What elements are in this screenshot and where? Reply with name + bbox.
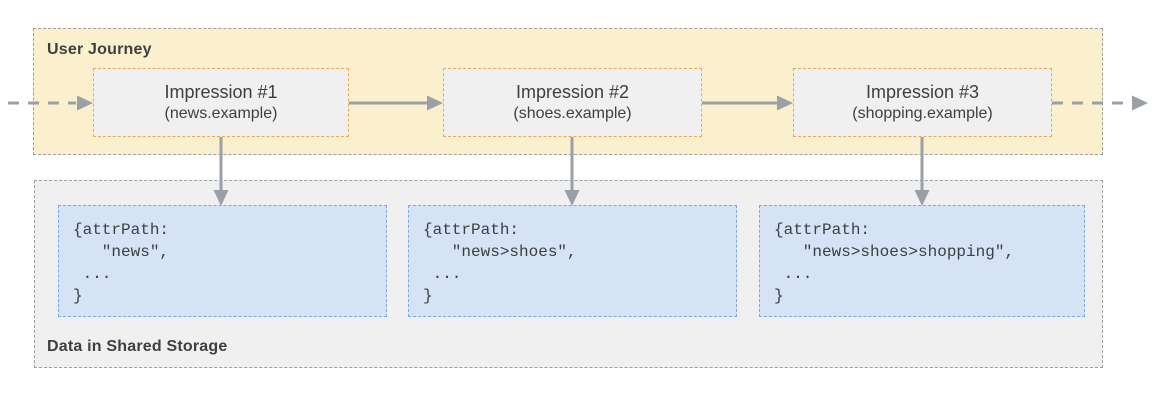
- storage-entry-3-box: {attrPath: "news>shoes>shopping", ... }: [759, 205, 1085, 317]
- storage-entry-2-code: {attrPath: "news>shoes", ... }: [423, 221, 577, 305]
- impression-2-title: Impression #2: [515, 81, 630, 102]
- storage-entry-1-code: {attrPath: "news", ... }: [73, 221, 170, 305]
- impression-1-box: Impression #1 (news.example): [93, 68, 349, 137]
- user-journey-label: User Journey: [47, 41, 152, 58]
- storage-entry-2-box: {attrPath: "news>shoes", ... }: [408, 205, 737, 317]
- impression-1-domain: (news.example): [164, 104, 278, 122]
- storage-entry-3-code: {attrPath: "news>shoes>shopping", ... }: [774, 221, 1015, 305]
- impression-3-domain: (shopping.example): [852, 104, 993, 122]
- storage-entry-1-box: {attrPath: "news", ... }: [58, 205, 387, 317]
- impression-2-domain: (shoes.example): [513, 104, 632, 122]
- shared-storage-label: Data in Shared Storage: [47, 338, 228, 355]
- impression-2-box: Impression #2 (shoes.example): [443, 68, 702, 137]
- impression-1-title: Impression #1: [164, 81, 278, 102]
- impression-3-title: Impression #3: [865, 81, 980, 102]
- impression-3-box: Impression #3 (shopping.example): [793, 68, 1052, 137]
